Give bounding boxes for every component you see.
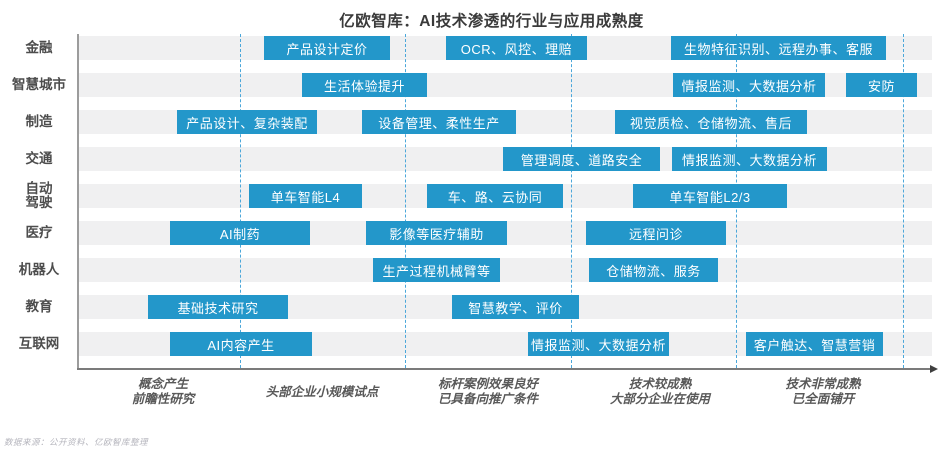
stage-label: 概念产生前瞻性研究 [132, 375, 195, 409]
stage-label-line: 概念产生 [137, 377, 189, 391]
stage-label-line: 已具备向推广条件 [437, 392, 539, 406]
stage-label-line: 头部企业小规模试点 [265, 384, 379, 399]
x-axis-arrow-icon [930, 365, 938, 373]
maturity-bar: 远程问诊 [586, 221, 726, 245]
row-label-line: 机器人 [18, 262, 60, 277]
maturity-bar: 情报监测、大数据分析 [673, 73, 825, 97]
row-label: 自动驾驶 [0, 181, 78, 210]
maturity-bar: AI制药 [170, 221, 310, 245]
maturity-bar: 车、路、云协同 [427, 184, 563, 208]
row-stripe [79, 258, 932, 282]
grid-dashed-line [405, 34, 406, 368]
maturity-bar: 安防 [846, 73, 917, 97]
maturity-bar: 生产过程机械臂等 [373, 258, 500, 282]
grid-dashed-line [571, 34, 572, 368]
row-label: 交通 [0, 147, 78, 171]
row-label: 制造 [0, 110, 78, 134]
stage-label-line: 技术非常成熟 [785, 377, 861, 391]
y-axis-line [77, 34, 79, 370]
maturity-bar: 情报监测、大数据分析 [528, 332, 669, 356]
maturity-bar: AI内容产生 [170, 332, 312, 356]
row-label-line: 智慧城市 [12, 77, 66, 92]
maturity-bar: 仓储物流、服务 [589, 258, 718, 282]
maturity-bar: 客户触达、智慧营销 [746, 332, 883, 356]
stage-label-line: 标杆案例效果良好 [437, 377, 539, 391]
x-axis-line [77, 368, 930, 370]
row-label-line: 自动 [25, 181, 53, 196]
maturity-bar: 设备管理、柔性生产 [362, 110, 516, 134]
row-label-line: 教育 [25, 299, 53, 314]
stage-label-line: 已全面铺开 [791, 392, 855, 406]
maturity-bar: 情报监测、大数据分析 [672, 147, 827, 171]
row-label-line: 交通 [25, 151, 53, 166]
stage-label-line: 技术较成熟 [628, 377, 692, 391]
stage-label-line: 前瞻性研究 [131, 392, 195, 406]
row-label-line: 医疗 [25, 225, 53, 240]
row-label: 机器人 [0, 258, 78, 282]
stage-label-line: 大部分企业在使用 [609, 392, 711, 406]
row-label-line: 制造 [25, 114, 53, 129]
maturity-bar: 单车智能L4 [249, 184, 362, 208]
row-label-line: 金融 [25, 40, 53, 55]
maturity-bar: 智慧教学、评价 [452, 295, 579, 319]
chart-title: 亿欧智库：AI技术渗透的行业与应用成熟度 [339, 13, 644, 30]
maturity-bar: 影像等医疗辅助 [366, 221, 507, 245]
row-label: 智慧城市 [0, 73, 78, 97]
row-label-line: 互联网 [18, 336, 60, 351]
maturity-bar: 产品设计、复杂装配 [177, 110, 317, 134]
row-label: 医疗 [0, 221, 78, 245]
stage-label: 技术较成熟大部分企业在使用 [610, 375, 710, 409]
maturity-bar: 单车智能L2/3 [633, 184, 787, 208]
grid-dashed-line [903, 34, 904, 368]
stage-label: 标杆案例效果良好已具备向推广条件 [438, 375, 538, 409]
maturity-bar: 生物特征识别、远程办事、客服 [671, 36, 886, 60]
maturity-bar: 基础技术研究 [148, 295, 288, 319]
maturity-bar: OCR、风控、理赔 [446, 36, 587, 60]
maturity-bar: 管理调度、道路安全 [503, 147, 660, 171]
row-label: 金融 [0, 36, 78, 60]
stage-label: 技术非常成熟已全面铺开 [785, 375, 860, 409]
source-note: 数据来源：公开资料、亿欧智库整理 [4, 437, 149, 447]
row-label: 教育 [0, 295, 78, 319]
row-label-line: 驾驶 [25, 195, 53, 210]
maturity-bar: 产品设计定价 [264, 36, 390, 60]
row-label: 互联网 [0, 332, 78, 356]
grid-dashed-line [240, 34, 241, 368]
maturity-bar: 生活体验提升 [302, 73, 427, 97]
stage-label: 头部企业小规模试点 [266, 375, 379, 409]
maturity-bar: 视觉质检、仓储物流、售后 [615, 110, 807, 134]
